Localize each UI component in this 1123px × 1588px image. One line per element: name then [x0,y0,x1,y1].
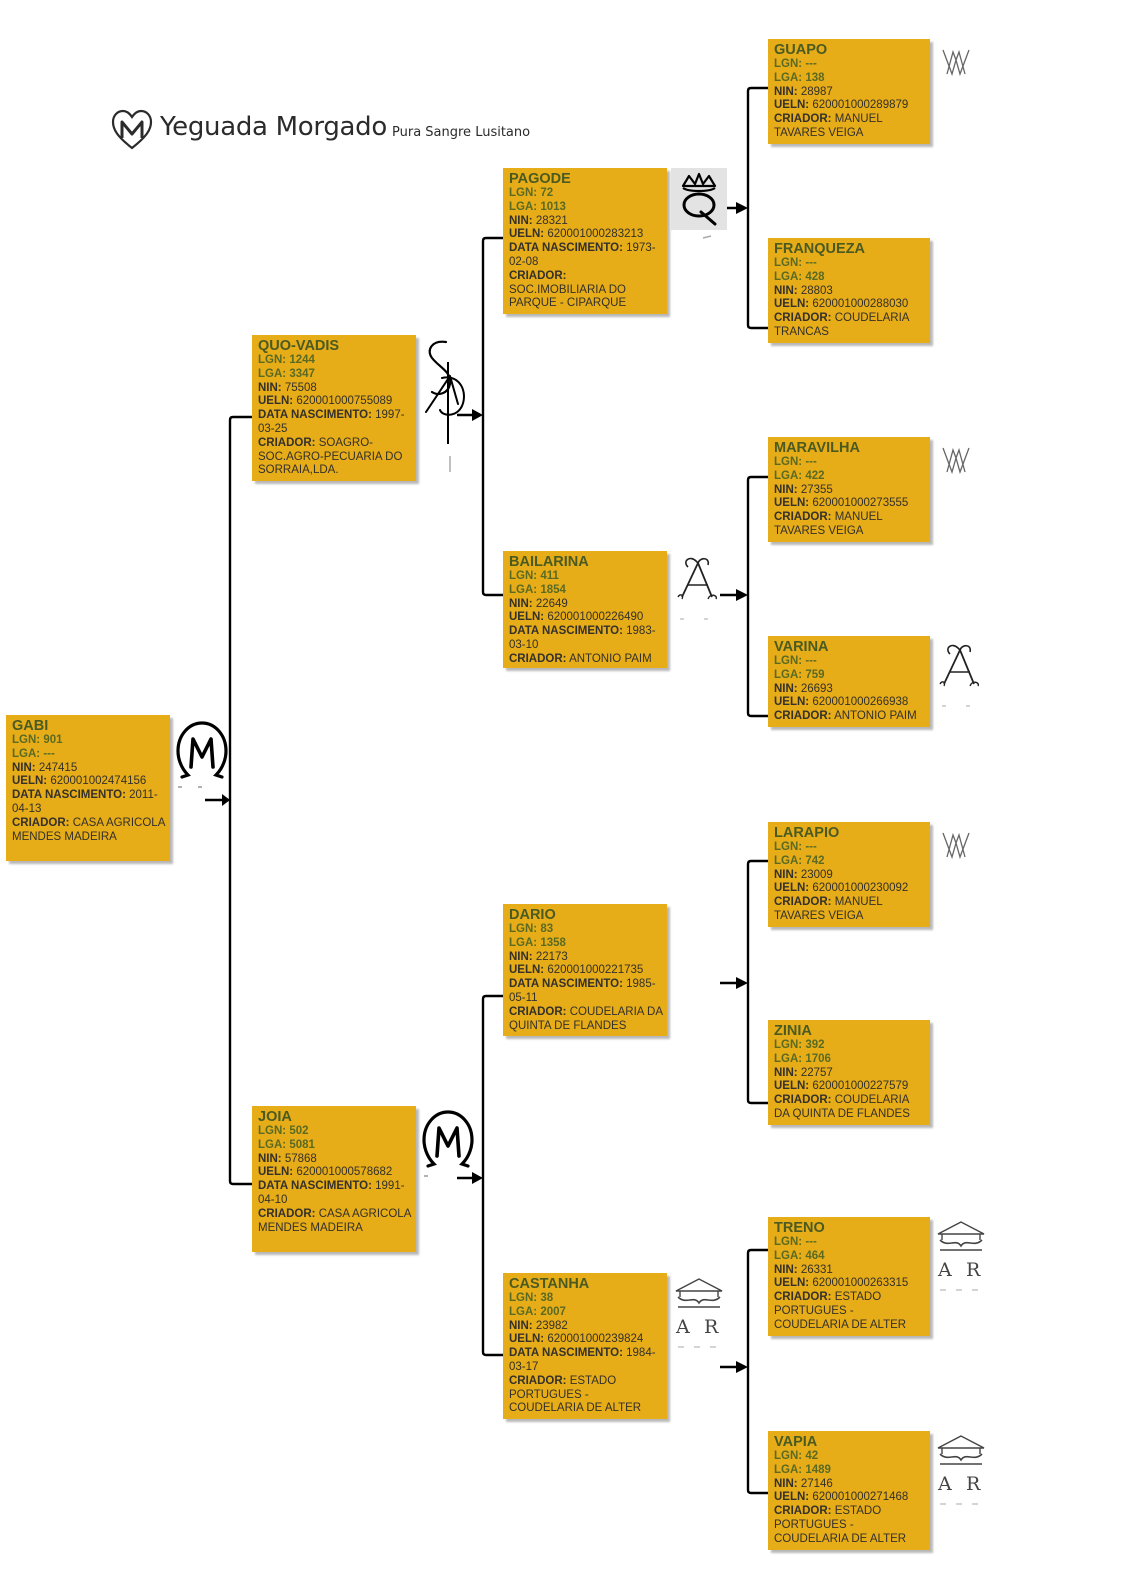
horse-card-varina[interactable]: VARINA LGN: --- LGA: 759 NIN: 26693 UELN… [768,636,930,727]
crown-q-brand-icon [671,168,727,239]
svg-text:R: R [966,1259,981,1281]
svg-text:A: A [937,1473,952,1495]
horse-card-zinia[interactable]: ZINIA LGN: 392 LGA: 1706 NIN: 22757 UELN… [768,1020,930,1125]
crown-ar-brand-icon: A R [937,1435,985,1505]
a-brand-icon [677,557,717,620]
logo-subtitle: Pura Sangre Lusitano [392,125,531,140]
horse-name: TRENO [774,1220,825,1236]
horse-name: LARAPIO [774,825,840,841]
bracket-castanha [720,1248,770,1495]
horse-name: BAILARINA [509,554,589,570]
horse-card-vapia[interactable]: VAPIA LGN: 42 LGA: 1489 NIN: 27146 UELN:… [768,1431,930,1550]
bracket-bailarina [720,475,770,718]
horse-name: JOIA [258,1109,292,1125]
bracket-joia [457,994,505,1357]
logo-name: Yeguada Morgado [160,112,387,142]
horse-name: DARIO [509,907,556,923]
horse-name: FRANQUEZA [774,241,866,257]
svg-text:A: A [675,1316,690,1338]
horse-name: CASTANHA [509,1276,590,1292]
crown-ar-brand-icon: A R [675,1278,723,1348]
svg-text:R: R [704,1316,719,1338]
heart-m-icon [111,109,153,150]
horse-card-gabi[interactable]: GABI LGN: 901 LGA: --- NIN: 247415 UELN:… [6,715,170,861]
horse-name: ZINIA [774,1023,812,1039]
horse-card-franqueza[interactable]: FRANQUEZA LGN: --- LGA: 428 NIN: 28803 U… [768,238,930,343]
a-brand-icon [939,644,979,707]
omega-m-brand-icon [176,721,228,788]
horse-card-dario[interactable]: DARIO LGN: 83 LGA: 1358 NIN: 22173 UELN:… [503,904,667,1036]
svg-text:R: R [966,1473,981,1495]
horse-name: GABI [12,718,49,734]
vm-brand-icon [942,447,970,475]
horse-card-castanha[interactable]: CASTANHA LGN: 38 LGA: 2007 NIN: 23982 UE… [503,1273,667,1419]
svg-text:A: A [937,1259,952,1281]
horse-card-larapio[interactable]: LARAPIO LGN: --- LGA: 742 NIN: 23009 UEL… [768,822,930,927]
horse-name: VAPIA [774,1434,818,1450]
horse-card-bailarina[interactable]: BAILARINA LGN: 411 LGA: 1854 NIN: 22649 … [503,551,667,668]
horse-card-pagode[interactable]: PAGODE LGN: 72 LGA: 1013 NIN: 28321 UELN… [503,168,667,314]
horse-card-joia[interactable]: JOIA LGN: 502 LGA: 5081 NIN: 57868 UELN:… [252,1106,416,1252]
crown-ar-brand-icon: A R [937,1221,985,1291]
s-a-brand-icon [425,340,465,472]
horse-card-quovadis[interactable]: QUO-VADIS LGN: 1244 LGA: 3347 NIN: 75508… [252,335,416,481]
bracket-dario [720,859,770,1105]
horse-name: VARINA [774,639,829,655]
horse-name: PAGODE [509,171,571,187]
horse-name: GUAPO [774,42,828,58]
bracket-gabi [205,415,258,1186]
bracket-quovadis [457,236,505,597]
vm-brand-icon [942,832,970,860]
horse-name: MARAVILHA [774,440,860,456]
horse-card-treno[interactable]: TRENO LGN: --- LGA: 464 NIN: 26331 UELN:… [768,1217,930,1336]
horse-name: QUO-VADIS [258,338,340,354]
logo: Yeguada Morgado Pura Sangre Lusitano [110,108,570,152]
vm-brand-icon [942,49,970,77]
horse-card-maravilha[interactable]: MARAVILHA LGN: --- LGA: 422 NIN: 27355 U… [768,437,930,542]
omega-m-brand-icon [422,1110,474,1177]
horse-card-guapo[interactable]: GUAPO LGN: --- LGA: 138 NIN: 28987 UELN:… [768,39,930,144]
